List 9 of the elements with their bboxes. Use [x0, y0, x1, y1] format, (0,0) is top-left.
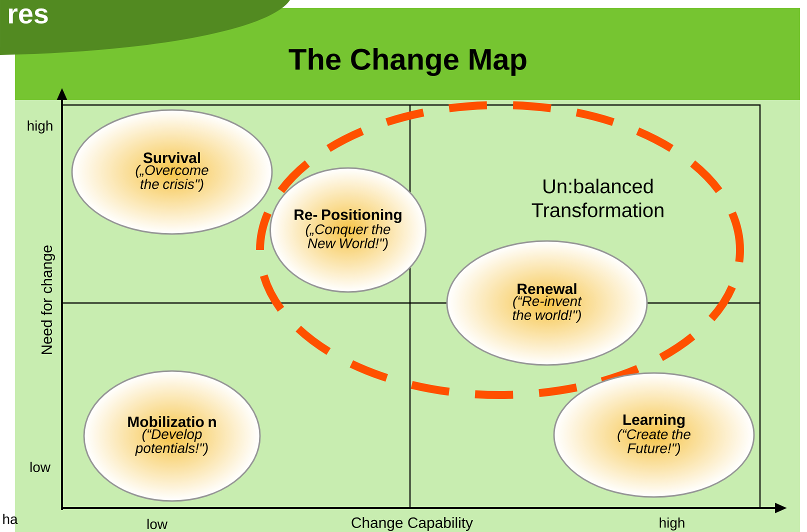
axis-title: Change Capability [352, 517, 473, 531]
axis-title: Need for change [41, 245, 55, 354]
axis-label: high [28, 120, 52, 134]
header-tab: res [0, 0, 290, 55]
text-fragment: ha [3, 514, 18, 524]
axis-label: low [147, 518, 168, 530]
axis-label: low [30, 462, 50, 472]
axis-label: high [660, 518, 684, 530]
title: The Change Map [288, 48, 526, 76]
